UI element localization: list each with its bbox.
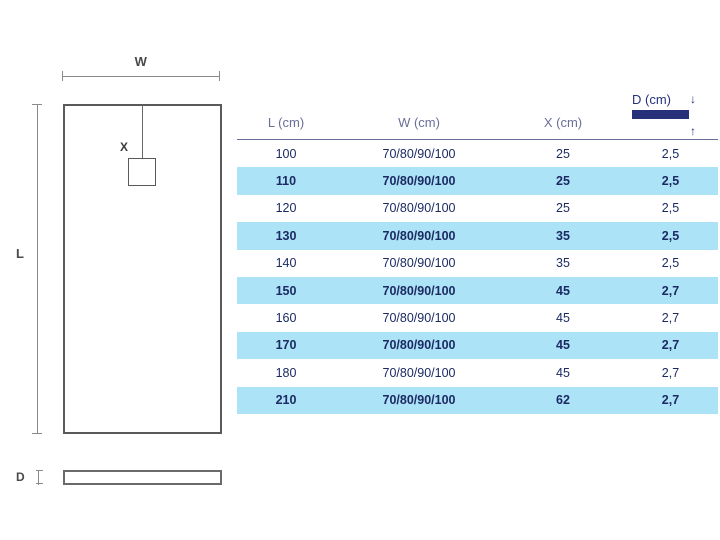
cell-drain-offset: 25 xyxy=(556,146,570,161)
product-dimension-drawing: W L X D xyxy=(0,0,240,540)
cell-depth: 2,5 xyxy=(661,228,680,243)
drain-offset-label: X xyxy=(120,140,129,154)
table-row: 140 70/80/90/100 35 2,5 xyxy=(237,250,718,277)
length-tick-bottom xyxy=(32,433,42,434)
cell-drain-offset: 35 xyxy=(556,228,570,243)
specification-table-container: L (cm) W (cm) X (cm) 100 70/80/90/100 25 2,… xyxy=(237,92,718,414)
cell-width: 70/80/90/100 xyxy=(382,283,456,298)
length-dimension-label: L xyxy=(16,246,24,261)
length-dimension-line xyxy=(37,104,38,434)
specification-table: L (cm) W (cm) X (cm) 100 70/80/90/100 25 2,… xyxy=(237,92,718,414)
cell-width: 70/80/90/100 xyxy=(382,311,456,326)
cell-depth: 2,7 xyxy=(661,365,680,380)
drain-offset-dimension-line xyxy=(142,105,143,173)
cell-length: 210 xyxy=(275,393,297,408)
cell-width: 70/80/90/100 xyxy=(382,174,456,189)
cell-width: 70/80/90/100 xyxy=(382,256,456,271)
cell-width: 70/80/90/100 xyxy=(382,338,456,353)
cell-depth: 2,5 xyxy=(661,256,680,271)
drain-square xyxy=(128,158,156,186)
column-header-drain-offset: X (cm) xyxy=(543,115,583,130)
cell-drain-offset: 45 xyxy=(556,311,570,326)
depth-dimension-marker xyxy=(35,470,43,485)
table-row: 120 70/80/90/100 25 2,5 xyxy=(237,195,718,222)
tray-side-view xyxy=(63,470,222,485)
depth-column-header-icon: D (cm) ↓ ↑ xyxy=(632,92,718,138)
cell-drain-offset: 25 xyxy=(556,201,570,216)
length-tick-top xyxy=(32,104,42,105)
arrow-up-icon: ↑ xyxy=(690,124,696,138)
cell-length: 150 xyxy=(275,283,297,298)
cell-width: 70/80/90/100 xyxy=(382,146,456,161)
cell-depth: 2,5 xyxy=(661,201,680,216)
table-row: 150 70/80/90/100 45 2,7 xyxy=(237,276,718,305)
cell-length: 140 xyxy=(275,256,297,271)
cell-depth: 2,5 xyxy=(661,146,680,161)
depth-column-title: D (cm) xyxy=(632,92,671,107)
table-body: 100 70/80/90/100 25 2,5 110 70/80/90/100 25 2,5… xyxy=(237,140,718,414)
cell-drain-offset: 62 xyxy=(556,393,570,408)
cell-drain-offset: 45 xyxy=(556,283,570,298)
arrow-down-icon: ↓ xyxy=(690,92,696,106)
cell-width: 70/80/90/100 xyxy=(382,228,456,243)
cell-depth: 2,7 xyxy=(661,338,680,353)
cell-length: 110 xyxy=(275,174,297,189)
table-row: 110 70/80/90/100 25 2,5 xyxy=(237,167,718,195)
cell-length: 130 xyxy=(275,228,297,243)
table-row: 210 70/80/90/100 62 2,7 xyxy=(237,386,718,414)
column-header-depth xyxy=(623,92,718,140)
cell-drain-offset: 45 xyxy=(556,365,570,380)
cell-length: 100 xyxy=(275,146,297,161)
table-header: L (cm) W (cm) X (cm) xyxy=(237,92,718,140)
cell-width: 70/80/90/100 xyxy=(382,201,456,216)
cell-drain-offset: 45 xyxy=(556,338,570,353)
cell-drain-offset: 35 xyxy=(556,256,570,271)
column-header-length: L (cm) xyxy=(267,115,305,130)
table-row: 180 70/80/90/100 45 2,7 xyxy=(237,359,718,386)
depth-dimension-label: D xyxy=(16,470,25,484)
width-dimension-line xyxy=(62,76,220,77)
column-header-width: W (cm) xyxy=(398,115,440,130)
width-dimension-label: W xyxy=(134,54,148,69)
cell-length: 160 xyxy=(275,311,297,326)
table-row: 170 70/80/90/100 45 2,7 xyxy=(237,331,718,360)
cell-depth: 2,7 xyxy=(661,393,680,408)
table-header-row: L (cm) W (cm) X (cm) xyxy=(237,92,718,140)
table-row: 130 70/80/90/100 35 2,5 xyxy=(237,222,718,250)
cell-width: 70/80/90/100 xyxy=(382,365,456,380)
table-row: 160 70/80/90/100 45 2,7 xyxy=(237,304,718,331)
table-row: 100 70/80/90/100 25 2,5 xyxy=(237,140,718,168)
cell-length: 180 xyxy=(275,365,297,380)
width-tick-right xyxy=(219,71,220,81)
cell-depth: 2,7 xyxy=(661,311,680,326)
cell-drain-offset: 25 xyxy=(556,174,570,189)
cell-length: 170 xyxy=(275,338,297,353)
depth-bar-icon xyxy=(632,110,689,119)
cell-length: 120 xyxy=(275,201,297,216)
width-tick-left xyxy=(62,71,63,81)
cell-width: 70/80/90/100 xyxy=(382,393,456,408)
cell-depth: 2,5 xyxy=(661,174,680,189)
cell-depth: 2,7 xyxy=(661,283,680,298)
